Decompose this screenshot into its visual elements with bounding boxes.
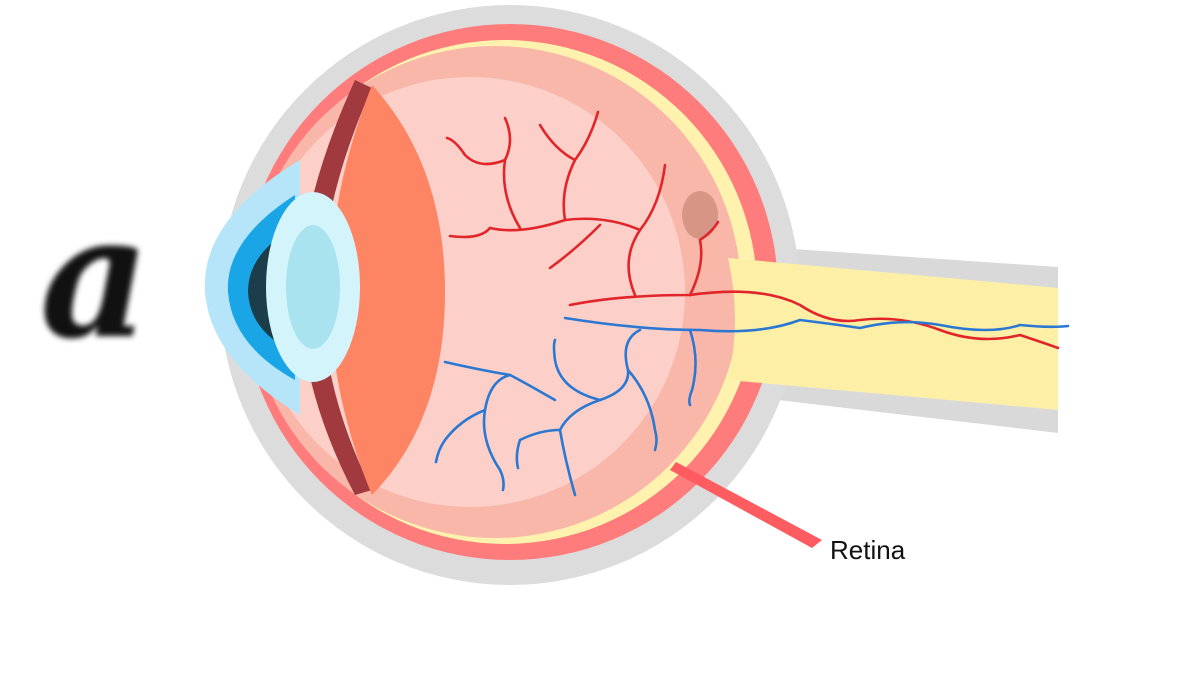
retina-label: Retina [830, 535, 906, 565]
optic-nerve [728, 258, 1058, 410]
blurred-letter: a [39, 177, 151, 377]
macula [682, 191, 718, 239]
retina-pointer [670, 462, 822, 548]
arteries [445, 110, 1060, 350]
veins [434, 316, 1070, 497]
lens-body [330, 85, 445, 495]
lens-nucleus [286, 225, 340, 349]
ciliary-body [300, 80, 372, 495]
